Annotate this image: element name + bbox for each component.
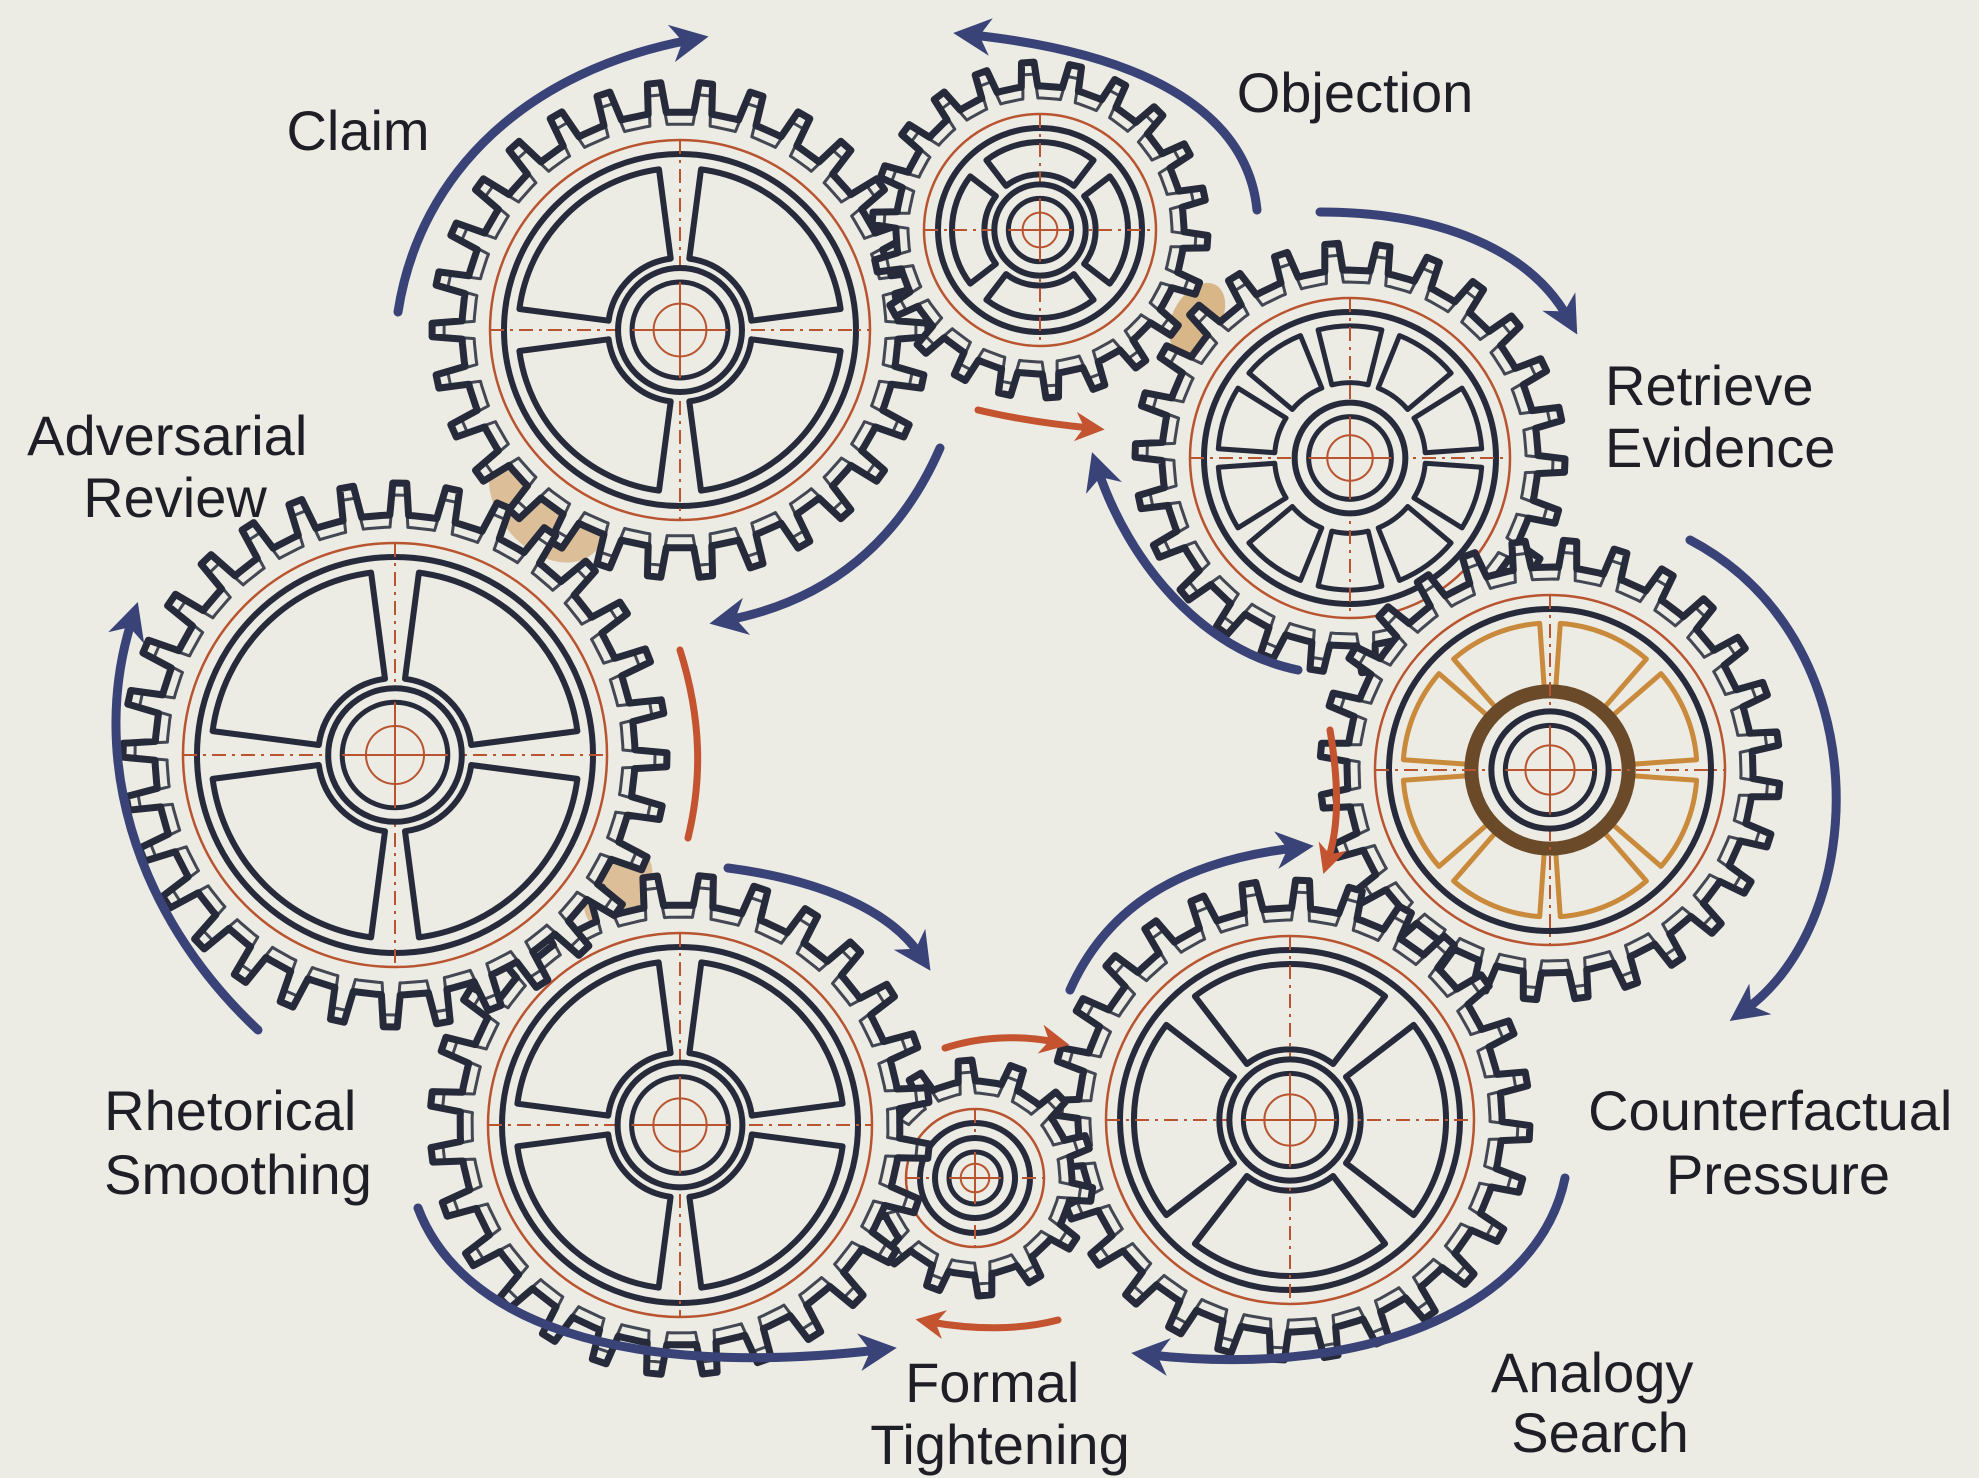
arrow-rhetorical-outer bbox=[413, 1203, 897, 1371]
gear-claim bbox=[428, 79, 932, 581]
label-claim: Claim bbox=[286, 99, 429, 162]
label-retrieve-evidence: Retrieve Evidence bbox=[1605, 354, 1835, 479]
gear-rhetorical-smoothing bbox=[427, 872, 933, 1378]
gear-labels: Claim Objection Retrieve Evidence Counte… bbox=[27, 61, 1968, 1476]
label-analogy-search: Analogy Search bbox=[1491, 1341, 1709, 1464]
arrow-from-formal bbox=[915, 1310, 1062, 1340]
gear-analogy-search bbox=[1046, 876, 1534, 1364]
gear-formal-tightening bbox=[853, 1056, 1097, 1300]
gear-counterfactual-pressure bbox=[1316, 536, 1784, 1004]
gear-adversarial-review bbox=[119, 479, 671, 1031]
label-objection: Objection bbox=[1237, 61, 1474, 124]
arrow-analogy-outer bbox=[1131, 1173, 1570, 1376]
arrow-counterfactual-inner bbox=[1318, 726, 1347, 874]
arrow-retrieve-inner bbox=[1086, 452, 1303, 675]
arrow-rhetorical-inner bbox=[723, 863, 931, 971]
gear-layer bbox=[119, 58, 1784, 1378]
arrow-analogy-inner bbox=[1065, 831, 1314, 995]
gear-objection bbox=[868, 58, 1212, 402]
label-rhetorical-smoothing: Rhetorical Smoothing bbox=[104, 1079, 372, 1206]
arrow-objection-retrieve bbox=[974, 406, 1105, 442]
arrow-claim-inner bbox=[709, 443, 945, 635]
arrow-claim-outer bbox=[393, 24, 709, 317]
arrow-retrieve-top bbox=[1315, 207, 1578, 335]
arrow-adversarial-inner bbox=[676, 646, 702, 842]
arrow-objection-outer bbox=[953, 18, 1262, 215]
label-counterfactual-pressure: Counterfactual Pressure bbox=[1588, 1079, 1968, 1206]
label-adversarial-review: Adversarial Review bbox=[27, 404, 323, 529]
flow-arrows bbox=[108, 18, 1841, 1376]
label-formal-tightening: Formal Tightening bbox=[870, 1351, 1129, 1476]
arrow-to-formal bbox=[941, 1024, 1070, 1054]
arrow-counterfactual-outer bbox=[1685, 535, 1841, 1022]
arrow-adversarial-outer bbox=[108, 602, 263, 1035]
